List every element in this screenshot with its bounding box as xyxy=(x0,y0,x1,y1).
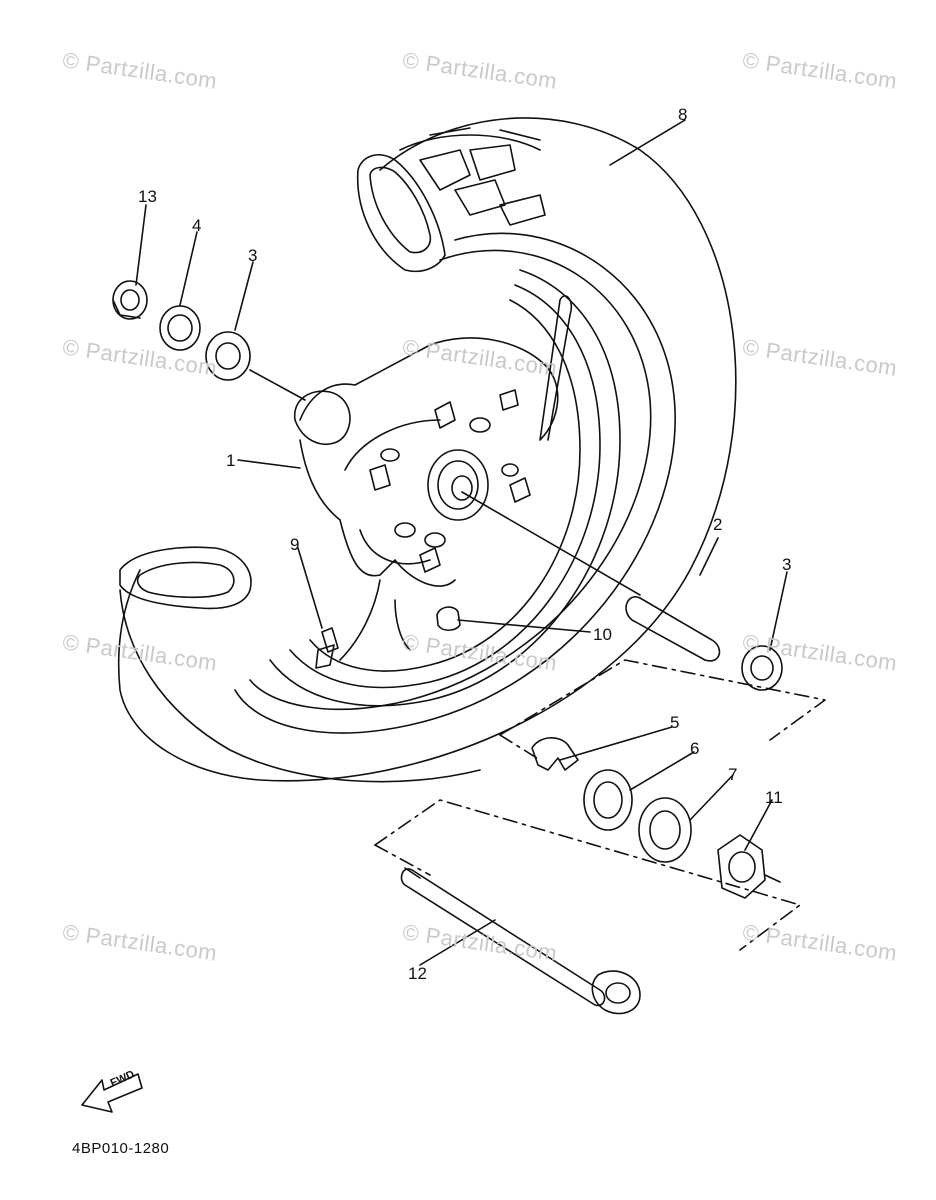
callout-11: 11 xyxy=(765,788,783,807)
callout-8: 8 xyxy=(678,105,688,124)
callout-3: 3 xyxy=(248,246,258,265)
part-7-seal xyxy=(638,797,692,863)
part-3-bearing-right xyxy=(741,645,783,691)
part-5-clip xyxy=(531,737,579,771)
tire-inner-edge xyxy=(249,249,652,710)
tire-cutaway-bottom xyxy=(119,546,252,610)
callout-6: 6 xyxy=(690,739,700,758)
fwd-arrow-icon xyxy=(81,1073,143,1113)
callout-5: 5 xyxy=(670,713,680,732)
part-12-axle xyxy=(400,868,606,1007)
callout-9: 9 xyxy=(290,535,300,554)
part-3-bearing xyxy=(205,331,251,381)
callout-13: 13 xyxy=(138,187,157,206)
balance-weight xyxy=(436,606,461,632)
hub-spoke-upper xyxy=(299,295,573,441)
tire-cutaway-top xyxy=(356,154,446,273)
diagram-code: 4BP010-1280 xyxy=(72,1140,170,1157)
part-6-washer xyxy=(583,769,633,831)
part-13-collar xyxy=(112,280,148,320)
callout-7: 7 xyxy=(728,765,738,784)
hub-bore xyxy=(427,449,489,521)
rim xyxy=(269,269,621,707)
tire xyxy=(117,117,737,782)
part-11-nut xyxy=(717,834,766,899)
part-2-spacer xyxy=(625,596,721,662)
callout-3-right: 3 xyxy=(782,555,792,574)
hub-left-tube xyxy=(294,390,351,445)
callout-12: 12 xyxy=(408,964,427,983)
valve xyxy=(321,627,339,653)
callout-10: 10 xyxy=(593,625,612,644)
hub-spoke-lower xyxy=(339,519,456,587)
callout-4: 4 xyxy=(192,216,202,235)
part-4-oil-seal xyxy=(159,305,201,351)
callout-2: 2 xyxy=(713,515,723,534)
callout-1: 1 xyxy=(226,451,236,470)
